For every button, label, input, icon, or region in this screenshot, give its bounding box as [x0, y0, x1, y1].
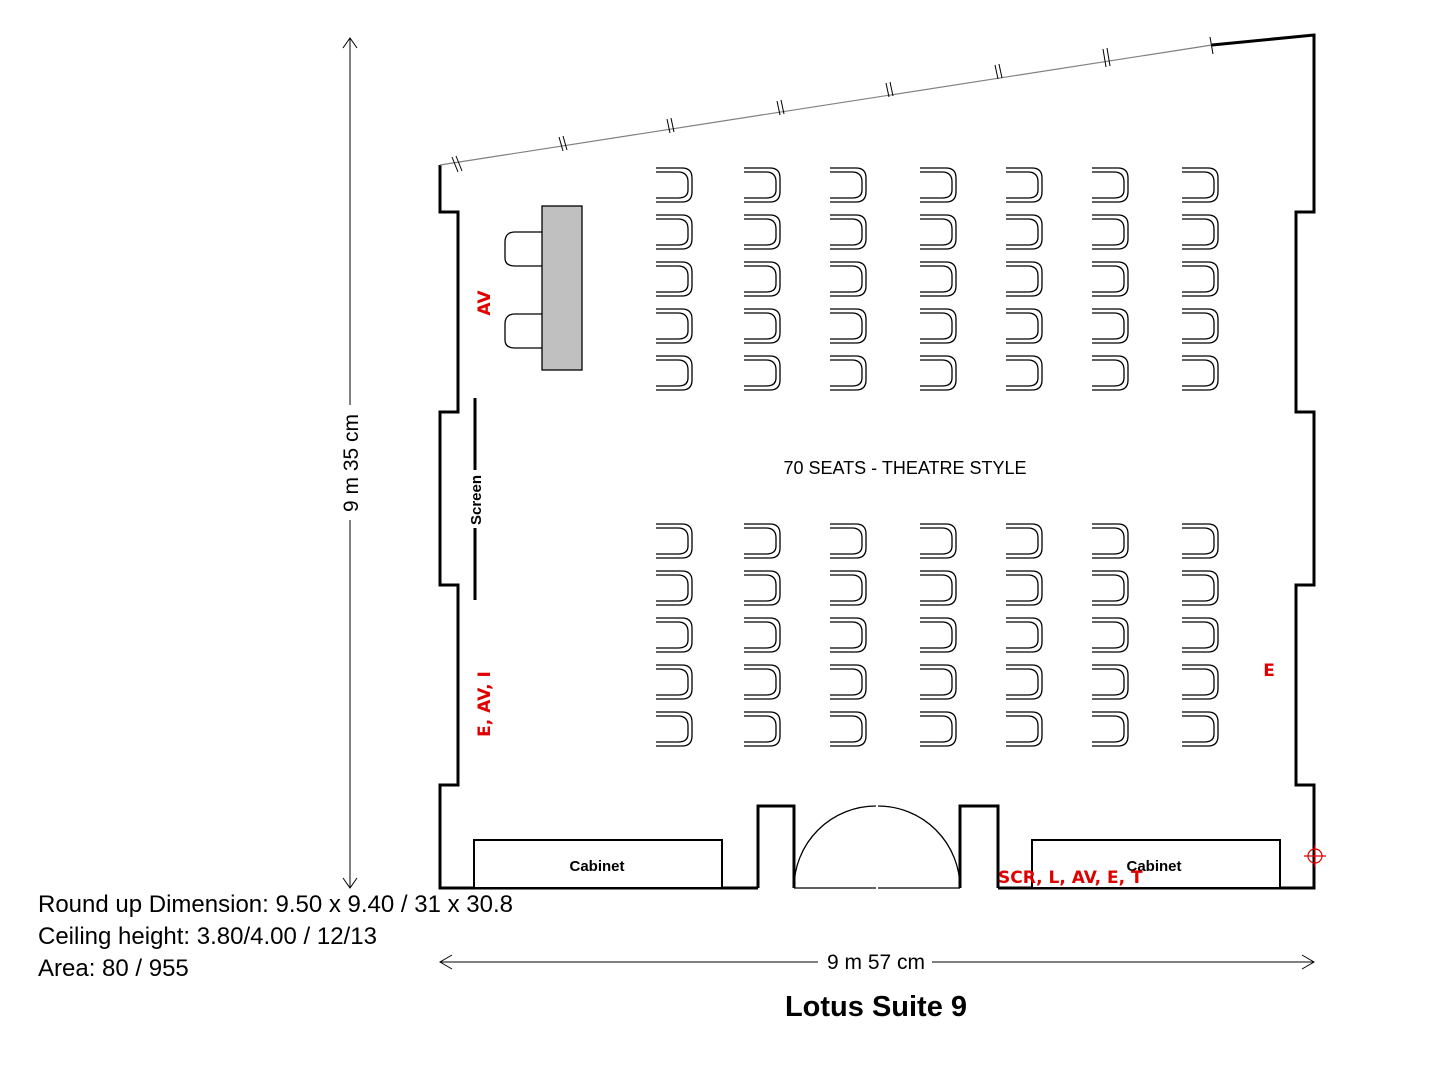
seat: [1006, 261, 1043, 297]
seat: [1092, 711, 1129, 747]
seat: [1182, 664, 1219, 700]
service-av-top: AV: [475, 290, 495, 316]
seat: [744, 355, 781, 391]
seat: [656, 664, 693, 700]
service-right-wall: E: [1263, 661, 1275, 681]
room-area: Area: 80 / 955: [38, 955, 189, 982]
seat: [1006, 523, 1043, 559]
seat: [920, 355, 957, 391]
height-dimension: [342, 37, 358, 889]
seat: [830, 355, 867, 391]
seat: [744, 664, 781, 700]
seat: [830, 523, 867, 559]
seat: [1006, 355, 1043, 391]
seat: [1182, 214, 1219, 250]
seat: [744, 261, 781, 297]
seat: [1006, 214, 1043, 250]
seat: [920, 711, 957, 747]
seat: [830, 167, 867, 203]
seat: [656, 355, 693, 391]
window-wall: [439, 44, 1213, 166]
screen-label: Screen: [468, 475, 485, 525]
ceiling-height: Ceiling height: 3.80/4.00 / 12/13: [38, 923, 377, 950]
seat: [744, 570, 781, 606]
cabinet-left: [473, 839, 723, 889]
entrance-door: [793, 805, 961, 889]
seat: [1092, 355, 1129, 391]
seat: [1092, 214, 1129, 250]
cabinet-left-label: Cabinet: [569, 858, 624, 875]
seat: [920, 214, 957, 250]
seat: [1092, 523, 1129, 559]
seat: [1006, 570, 1043, 606]
seat: [1182, 711, 1219, 747]
seating-label: 70 SEATS - THEATRE STYLE: [783, 458, 1026, 478]
seat: [656, 261, 693, 297]
width-label: 9 m 57 cm: [827, 951, 925, 974]
seat: [1092, 261, 1129, 297]
seat: [830, 664, 867, 700]
seat: [830, 214, 867, 250]
seat: [830, 711, 867, 747]
seat: [1182, 308, 1219, 344]
seat: [1092, 617, 1129, 653]
seat: [830, 617, 867, 653]
seat: [744, 617, 781, 653]
seat: [744, 214, 781, 250]
seat: [656, 570, 693, 606]
seat: [1006, 167, 1043, 203]
seat: [920, 261, 957, 297]
seat: [656, 523, 693, 559]
seat: [830, 308, 867, 344]
seat: [920, 617, 957, 653]
walls: [438, 33, 1316, 890]
seat: [1006, 617, 1043, 653]
window-mullions: [451, 36, 1214, 173]
seat: [1006, 664, 1043, 700]
seat: [656, 308, 693, 344]
seat: [920, 167, 957, 203]
seat: [744, 167, 781, 203]
seat: [1182, 523, 1219, 559]
seat: [1092, 308, 1129, 344]
seat: [1006, 711, 1043, 747]
width-dimension: [439, 954, 1315, 970]
service-door: SCR, L, AV, E, T: [998, 868, 1143, 888]
seat: [1182, 617, 1219, 653]
seat: [744, 711, 781, 747]
av-desk-chairs: [504, 231, 542, 349]
seat: [920, 523, 957, 559]
seat: [656, 711, 693, 747]
service-left-wall: E, AV, I: [475, 671, 495, 737]
seat: [1006, 308, 1043, 344]
seat: [1092, 167, 1129, 203]
av-desk: [541, 205, 583, 371]
seat: [744, 523, 781, 559]
seat: [744, 308, 781, 344]
cabinet-right-label: Cabinet: [1126, 858, 1181, 875]
seat: [1182, 570, 1219, 606]
seat: [830, 570, 867, 606]
theatre-seating: [656, 167, 1219, 747]
plan-title: Lotus Suite 9: [785, 991, 967, 1023]
seat: [1182, 261, 1219, 297]
height-label: 9 m 35 cm: [340, 414, 363, 512]
seat: [1182, 355, 1219, 391]
seat: [1182, 167, 1219, 203]
round-up-dimension: Round up Dimension: 9.50 x 9.40 / 31 x 3…: [38, 891, 513, 918]
seat: [920, 308, 957, 344]
seat: [656, 167, 693, 203]
seat: [830, 261, 867, 297]
cabinet-right: [1031, 839, 1281, 889]
seat: [1092, 570, 1129, 606]
seat: [920, 664, 957, 700]
seat: [656, 214, 693, 250]
seat: [1092, 664, 1129, 700]
seat: [656, 617, 693, 653]
crosshair-icon: [1304, 845, 1326, 867]
seat: [920, 570, 957, 606]
